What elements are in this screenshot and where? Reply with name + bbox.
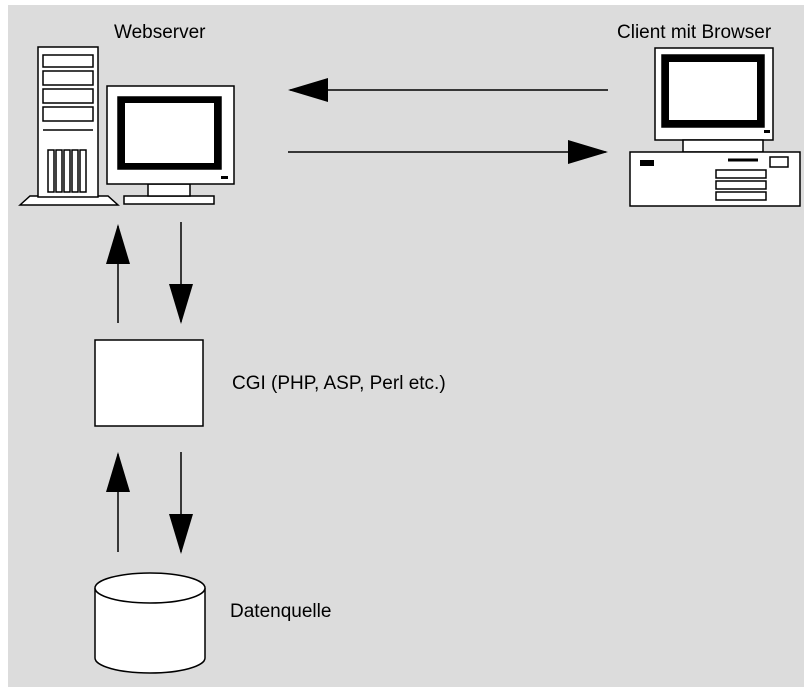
webserver-group	[18, 46, 235, 206]
client-label: Client mit Browser	[617, 22, 772, 43]
cgi-label: CGI (PHP, ASP, Perl etc.)	[232, 373, 446, 394]
cgi-box	[94, 339, 204, 427]
desktop-computer-icon	[629, 47, 801, 207]
webserver-label: Webserver	[114, 22, 206, 43]
database-cylinder-icon	[94, 572, 206, 674]
server-tower-icon	[18, 46, 120, 206]
datasource-label: Datenquelle	[230, 601, 331, 622]
monitor-icon	[106, 85, 235, 205]
